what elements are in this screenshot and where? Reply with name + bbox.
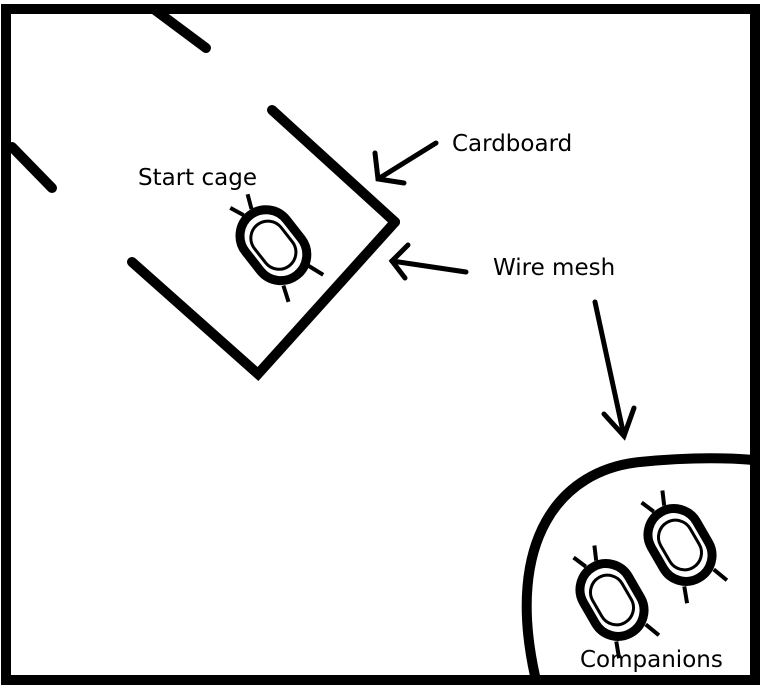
start-cage-wire-mesh-wall	[127, 217, 400, 382]
companions-label: Companions	[580, 647, 723, 673]
cardboard-arrow-icon	[372, 140, 439, 186]
arena-wall	[1, 4, 760, 685]
start-cage-label: Start cage	[138, 165, 257, 191]
wire-mesh-arrow-enclosure-icon	[592, 299, 637, 441]
companion-enclosure-wall	[521, 453, 759, 681]
start-cage-cardboard-wall	[267, 105, 400, 227]
companion-animal-icon	[640, 490, 729, 604]
corridor-wall-left	[7, 142, 57, 193]
corridor-wall-top	[150, 5, 211, 53]
cardboard-label: Cardboard	[452, 131, 572, 157]
start-animal-icon	[229, 193, 325, 303]
wire-mesh-label: Wire mesh	[493, 255, 615, 281]
companion-animal-icon	[572, 545, 661, 659]
wire-mesh-arrow-cage-icon	[388, 242, 469, 281]
